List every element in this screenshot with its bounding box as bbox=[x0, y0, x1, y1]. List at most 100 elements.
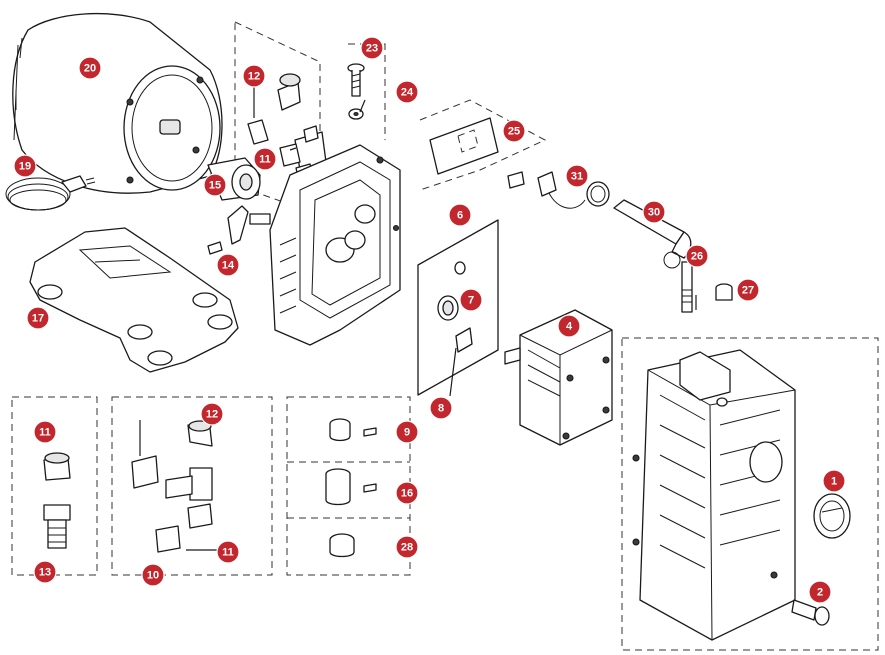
callout-number: 11 bbox=[222, 547, 234, 559]
callout-badge bbox=[141, 563, 165, 587]
fitting-group-13 bbox=[43, 452, 71, 549]
callout-badge bbox=[200, 402, 224, 426]
motor-part-20 bbox=[12, 12, 223, 194]
callout-badge bbox=[33, 560, 57, 584]
tee-fitting-assembly-10 bbox=[131, 420, 213, 553]
callout-badge bbox=[395, 481, 419, 505]
callout-number: 31 bbox=[571, 171, 583, 183]
callout-number: 12 bbox=[206, 409, 218, 421]
callout-badge bbox=[502, 119, 526, 143]
callout-badge bbox=[685, 244, 709, 268]
callout-c6: 6 bbox=[448, 203, 472, 227]
callout-c2: 2 bbox=[808, 580, 832, 604]
callout-c11a: 11 bbox=[253, 147, 277, 171]
callout-badge bbox=[216, 253, 240, 277]
callout-c31: 31 bbox=[565, 164, 589, 188]
nut-part-28 bbox=[329, 533, 355, 558]
callout-badge bbox=[448, 203, 472, 227]
callout-number: 16 bbox=[401, 488, 413, 500]
callout-badge bbox=[565, 164, 589, 188]
callout-number: 11 bbox=[259, 154, 271, 166]
callout-c17: 17 bbox=[26, 306, 50, 330]
washer-part-24 bbox=[348, 108, 364, 120]
plug-part-27 bbox=[715, 283, 733, 301]
callout-c30: 30 bbox=[642, 200, 666, 224]
callout-badge bbox=[216, 540, 240, 564]
diaphragm-block-part-4 bbox=[504, 309, 613, 446]
callout-badge bbox=[395, 80, 419, 104]
callout-number: 17 bbox=[32, 313, 44, 325]
callout-number: 11 bbox=[39, 427, 51, 439]
callout-badge bbox=[557, 314, 581, 338]
callout-number: 13 bbox=[39, 567, 51, 579]
cam-part-14 bbox=[207, 205, 271, 255]
callout-number: 9 bbox=[404, 427, 410, 439]
callout-c15: 15 bbox=[203, 173, 227, 197]
callout-badge bbox=[395, 420, 419, 444]
callout-c11b: 11 bbox=[216, 540, 240, 564]
label-part-25 bbox=[429, 117, 499, 175]
callout-c8: 8 bbox=[429, 396, 453, 420]
callout-c4: 4 bbox=[557, 314, 581, 338]
callout-c1: 1 bbox=[822, 469, 846, 493]
callout-badge bbox=[642, 200, 666, 224]
o-ring-part-7 bbox=[437, 295, 459, 321]
callout-c9: 9 bbox=[395, 420, 419, 444]
callout-badge bbox=[253, 147, 277, 171]
callout-number: 26 bbox=[691, 251, 703, 263]
callout-c12b: 12 bbox=[200, 402, 224, 426]
callout-number: 19 bbox=[19, 161, 31, 173]
callout-badge bbox=[33, 420, 57, 444]
callout-badge bbox=[26, 306, 50, 330]
valve-part-16 bbox=[325, 468, 377, 506]
callout-c16: 16 bbox=[395, 481, 419, 505]
callout-c19: 19 bbox=[13, 154, 37, 178]
power-cord-part-19 bbox=[5, 175, 96, 211]
clip-part-31 bbox=[507, 171, 610, 209]
callout-c20: 20 bbox=[78, 56, 102, 80]
callout-number: 23 bbox=[366, 43, 378, 55]
leader-lines bbox=[139, 86, 697, 551]
callout-number: 28 bbox=[401, 542, 413, 554]
callout-c27: 27 bbox=[736, 278, 760, 302]
drain-valve-part-2 bbox=[791, 599, 830, 626]
callout-c26: 26 bbox=[685, 244, 709, 268]
callout-badge bbox=[429, 396, 453, 420]
callout-number: 14 bbox=[222, 260, 235, 272]
callout-number: 27 bbox=[742, 285, 754, 297]
callout-number: 12 bbox=[248, 71, 260, 83]
callout-number: 7 bbox=[468, 295, 474, 307]
callout-c24: 24 bbox=[395, 80, 419, 104]
callout-number: 24 bbox=[401, 87, 414, 99]
valve-seat-part-9 bbox=[329, 418, 377, 442]
callout-c11c: 11 bbox=[33, 420, 57, 444]
callout-badge bbox=[459, 288, 483, 312]
callout-badge bbox=[736, 278, 760, 302]
callout-number: 15 bbox=[209, 180, 221, 192]
callout-badge bbox=[242, 64, 266, 88]
callout-badge bbox=[13, 154, 37, 178]
callout-c14: 14 bbox=[216, 253, 240, 277]
pump-housing bbox=[269, 144, 401, 346]
callout-badge bbox=[360, 36, 384, 60]
callout-number: 4 bbox=[566, 321, 573, 333]
callout-badge bbox=[808, 580, 832, 604]
callouts: 2019171415121123242567843130262712916281… bbox=[13, 36, 846, 604]
callout-number: 2 bbox=[817, 587, 823, 599]
callout-number: 20 bbox=[84, 63, 96, 75]
callout-c25: 25 bbox=[502, 119, 526, 143]
callout-c23: 23 bbox=[360, 36, 384, 60]
reservoir-tank bbox=[632, 349, 796, 641]
callout-number: 25 bbox=[508, 126, 520, 138]
callout-badge bbox=[395, 535, 419, 559]
callout-number: 6 bbox=[457, 210, 463, 222]
callout-badge bbox=[203, 173, 227, 197]
callout-badge bbox=[78, 56, 102, 80]
base-mount-part-17 bbox=[29, 227, 239, 373]
callout-number: 10 bbox=[147, 570, 159, 582]
callout-number: 30 bbox=[648, 207, 660, 219]
sight-glass-part-1 bbox=[813, 493, 851, 539]
callout-c13: 13 bbox=[33, 560, 57, 584]
callout-c28: 28 bbox=[395, 535, 419, 559]
callout-number: 8 bbox=[438, 403, 444, 415]
